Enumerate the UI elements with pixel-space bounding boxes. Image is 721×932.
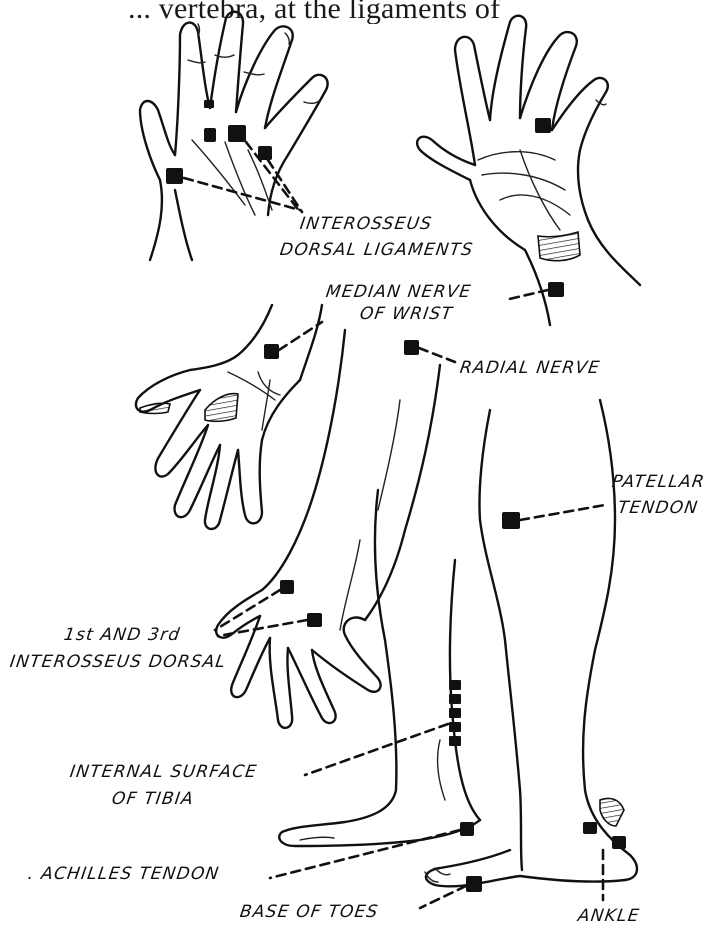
point-hand1-d	[258, 146, 272, 160]
label-interosseus-1: INTEROSSEUS	[299, 214, 434, 234]
point-patellar-tendon	[502, 512, 520, 529]
point-hand1-a	[166, 168, 183, 184]
palm-of-hand-drawing	[417, 16, 640, 325]
leader-tibia	[305, 724, 448, 775]
front-leg-drawing	[425, 400, 637, 886]
point-tibia-5	[449, 736, 461, 746]
label-achilles-tendon: . ACHILLES TENDON	[27, 864, 221, 884]
label-base-of-toes: BASE OF TOES	[239, 902, 380, 922]
label-median-nerve-1: MEDIAN NERVE	[325, 282, 473, 302]
point-radial-nerve	[404, 340, 419, 355]
label-interosseus-2: DORSAL LIGAMENTS	[279, 240, 475, 260]
point-base-of-toes	[466, 876, 482, 892]
point-tibia-1	[449, 680, 461, 690]
label-interosseus-dorsal-1: 1st AND 3rd	[63, 625, 182, 645]
back-leg-drawing	[279, 490, 480, 846]
leader-patellar-tendon	[520, 505, 605, 520]
point-palm-finger	[535, 118, 551, 133]
label-ankle: ANKLE	[577, 906, 642, 926]
label-median-nerve-2: OF WRIST	[359, 304, 455, 324]
point-achilles	[460, 822, 474, 836]
point-ankle-b	[612, 836, 626, 849]
label-patellar-2: TENDON	[617, 498, 700, 518]
leader-base-of-toes	[420, 886, 466, 908]
point-tibia-3	[449, 708, 461, 718]
point-hand1-c	[228, 125, 246, 142]
point-hand4-a	[280, 580, 294, 594]
point-ankle-a	[583, 822, 597, 834]
label-radial-nerve: RADIAL NERVE	[459, 358, 602, 378]
arm-and-hand-drawing	[216, 330, 440, 728]
hand3-hatch	[205, 394, 238, 422]
wrist-hatch	[538, 232, 580, 261]
point-hand4-b	[307, 613, 322, 627]
leader-median-nerve	[505, 290, 548, 300]
point-tibia-4	[449, 722, 461, 732]
point-hand1-e	[204, 100, 214, 108]
point-median-nerve	[548, 282, 564, 297]
label-internal-tibia-1: INTERNAL SURFACE	[69, 762, 259, 782]
ankle-hatch	[600, 798, 624, 826]
point-tibia-2	[449, 694, 461, 704]
side-hand-drawing	[136, 305, 322, 529]
label-patellar-1: PATELLAR	[611, 472, 707, 492]
label-interosseus-dorsal-2: INTEROSSEUS DORSAL	[9, 652, 228, 672]
label-internal-tibia-2: OF TIBIA	[111, 789, 196, 809]
point-side-hand	[264, 344, 279, 359]
leader-interosseus-1	[184, 178, 300, 210]
leader-radial-nerve	[419, 348, 455, 362]
point-hand1-b	[204, 128, 216, 142]
